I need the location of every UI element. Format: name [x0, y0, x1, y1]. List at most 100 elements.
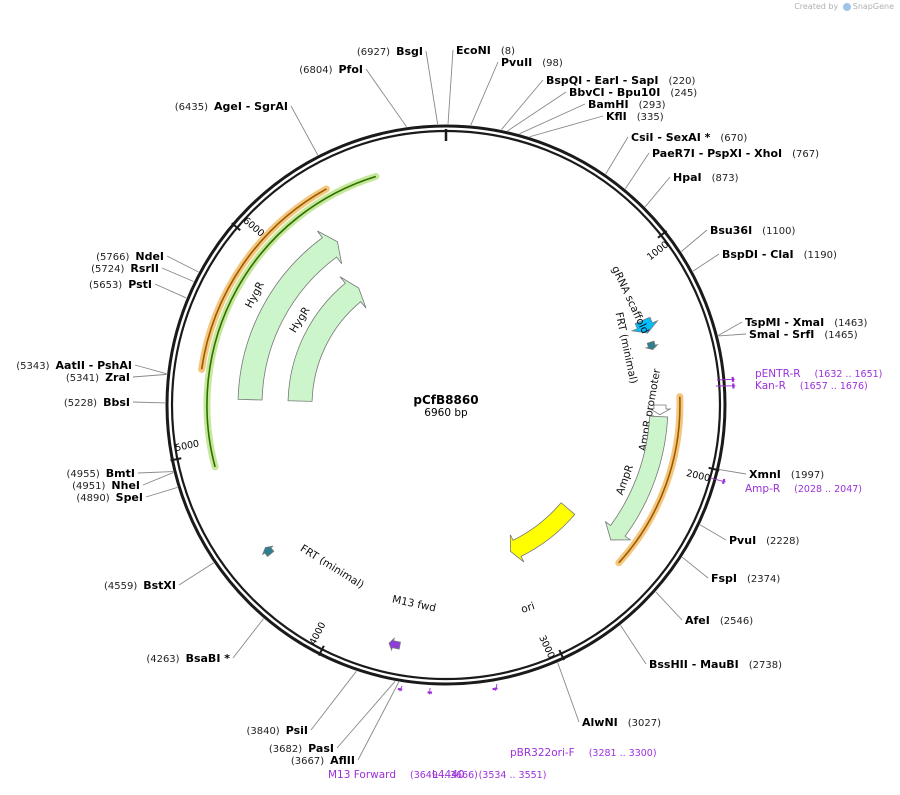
site-position: (6435): [175, 102, 208, 113]
site-bsu36i: Bsu36I(1100): [710, 224, 796, 237]
site-leader: [166, 255, 199, 273]
primer-leader: [494, 683, 498, 691]
site-leader: [134, 364, 167, 375]
site-pvuii: PvuII (98): [501, 56, 563, 69]
primer-arc-m13-forward: [397, 687, 403, 691]
tick-label: 4000: [308, 620, 329, 647]
site-name: BssHII - MauBI: [649, 658, 739, 671]
plasmid-name: pCfB8860: [413, 393, 478, 407]
tick-mark: [657, 230, 668, 239]
site-bsabi: BsaBI *(4263): [146, 652, 230, 665]
plasmid-size: 6960 bp: [424, 407, 468, 419]
site-hpai: HpaI(873): [673, 171, 739, 184]
feature-m13-fwd: [388, 637, 401, 652]
site-position: (5341): [66, 373, 99, 384]
site-bstxi: BstXI(4559): [104, 579, 176, 592]
site-position: (6927): [357, 47, 390, 58]
site-name: PstI: [128, 278, 152, 291]
site-position: (4263): [146, 654, 179, 665]
feature-label-frt-minimal: FRT (minimal): [298, 543, 366, 592]
primer-leader: [399, 685, 403, 692]
site-name: AatII - PshAI: [56, 359, 132, 372]
hygr-orf-arc-outer: [200, 188, 327, 370]
tick-label: 5000: [174, 438, 200, 454]
amp-orf-arc: [618, 396, 681, 564]
site-name: SmaI - SrfI: [749, 328, 814, 341]
site-name: AlwNI: [582, 716, 618, 729]
site-position: (5653): [89, 280, 122, 291]
feature-ampr-promoter: [648, 404, 672, 416]
site-leader: [557, 662, 580, 723]
site-agei-sgrai: AgeI - SgrAI(6435): [175, 100, 288, 113]
site-name: BspQI - EarI - SapI: [546, 74, 658, 87]
restriction-sites: EcoNI(8)PvuII(98)BspQI - EarI - SapI(220…: [16, 44, 867, 767]
site-name: BbvCI - Bpu10I: [569, 86, 660, 99]
site-rsrii: RsrII(5724): [91, 262, 159, 275]
backbone-outer-ring: [165, 124, 727, 686]
site-leader: [655, 591, 683, 621]
site-aflii: AflII(3667): [291, 754, 355, 767]
site-name: CsiI - SexAI *: [631, 131, 711, 144]
site-leader: [507, 91, 567, 132]
site-nhei: NheI(4951): [72, 479, 140, 492]
feature-grna-scaffold: [630, 316, 659, 334]
site-leader: [154, 283, 187, 299]
site-leader: [718, 333, 747, 337]
site-name: AfeI: [685, 614, 710, 627]
site-name: PvuII: [501, 56, 532, 69]
site-position: (98): [542, 58, 563, 69]
site-position: (3840): [246, 726, 279, 737]
tick-mark: [708, 466, 720, 472]
primer-name-l4440: L4440: [432, 769, 465, 781]
site-name: BbsI: [103, 396, 130, 409]
primer-arc-pbr322ori-f: [492, 687, 498, 691]
primer-range: (2028 .. 2047): [794, 484, 862, 495]
site-position: (873): [712, 173, 739, 184]
site-name: BspDI - ClaI: [722, 248, 794, 261]
site-bmti: BmtI(4955): [67, 467, 135, 480]
site-leader: [161, 267, 194, 282]
site-kfli: KflI(335): [606, 110, 664, 123]
site-name: NdeI: [135, 250, 164, 263]
site-name: Bsu36I: [710, 224, 752, 237]
site-leader: [142, 472, 174, 486]
tick-mark: [317, 645, 325, 657]
site-ndei: NdeI (5766): [96, 250, 164, 263]
feature-ampr: [604, 415, 669, 541]
site-position: (3667): [291, 756, 324, 767]
tick-mark: [558, 649, 565, 661]
feature-frt-minimal: [262, 545, 275, 558]
site-leader: [681, 229, 708, 252]
site-name: KflI: [606, 110, 627, 123]
site-name: ZraI: [105, 371, 130, 384]
site-leader: [290, 105, 319, 156]
site-position: (3027): [628, 718, 661, 729]
primer-range: (3534 .. 3551): [479, 770, 547, 781]
feature-hygr: [237, 230, 343, 401]
site-leader: [644, 176, 671, 208]
site-leader: [605, 136, 629, 175]
site-position: (293): [639, 100, 666, 111]
site-csii-sexai: CsiI - SexAI * (670): [631, 131, 747, 144]
site-position: (1190): [804, 250, 837, 261]
site-name: PasI: [308, 742, 334, 755]
site-fspi: FspI(2374): [711, 572, 780, 585]
primer-range: (1657 .. 1676): [800, 381, 868, 392]
site-paer7i-pspxi-xhoi: PaeR7I - PspXI - XhoI(767): [652, 147, 819, 160]
site-pasi: PasI(3682): [269, 742, 334, 755]
site-psti: PstI (5653): [89, 278, 152, 291]
site-position: (4890): [76, 493, 109, 504]
site-xmni: XmnI(1997): [749, 468, 824, 481]
hygr-orf-arc-inner: [206, 175, 377, 468]
site-bbvci-bpu10i: BbvCI - Bpu10I(245): [569, 86, 697, 99]
site-position: (1463): [834, 318, 867, 329]
site-position: (2374): [747, 574, 780, 585]
site-position: (5766): [96, 252, 129, 263]
site-position: (670): [720, 133, 747, 144]
site-psii: PsiI (3840): [246, 724, 308, 737]
site-name: PsiI: [286, 724, 308, 737]
primer-name-amp-r: Amp-R: [745, 483, 780, 495]
primer-range: (3649 .. 3666): [410, 770, 478, 781]
tick-mark: [170, 457, 182, 462]
